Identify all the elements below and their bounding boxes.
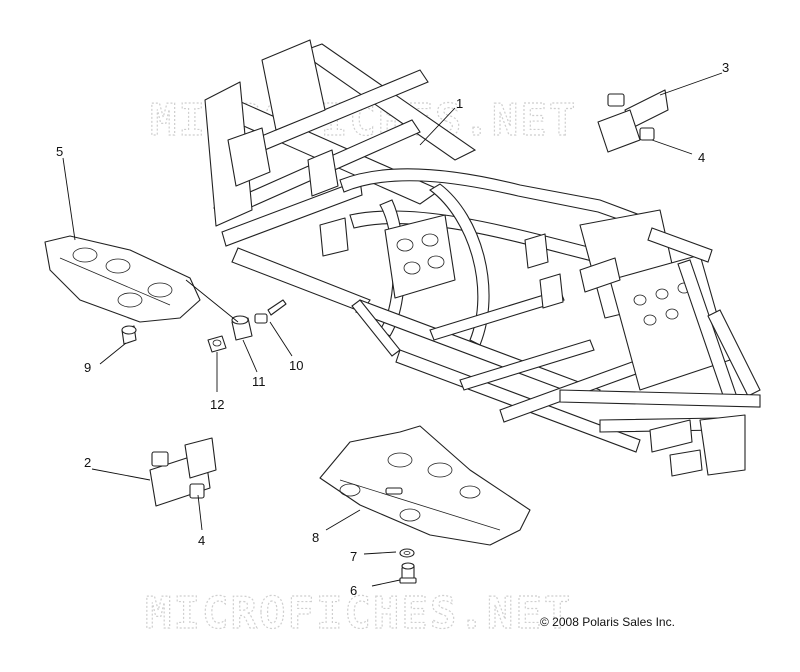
bolt-part-10 <box>254 299 287 324</box>
callout-4a: 4 <box>698 150 705 165</box>
callout-12: 12 <box>210 397 224 412</box>
callout-labels: 1 2 3 4 4 5 6 7 8 9 10 11 12 <box>56 60 729 598</box>
fastener-part-9 <box>121 325 137 345</box>
washer-part-7 <box>399 548 415 558</box>
callout-8: 8 <box>312 530 319 545</box>
callout-9: 9 <box>84 360 91 375</box>
callout-11: 11 <box>252 374 266 389</box>
main-frame <box>204 39 761 477</box>
nut-part-12 <box>207 335 227 353</box>
callout-3: 3 <box>722 60 729 75</box>
spacer-part-11 <box>231 315 253 341</box>
callout-2: 2 <box>84 455 91 470</box>
copyright-notice: © 2008 Polaris Sales Inc. <box>540 615 675 629</box>
leader-lines <box>62 72 723 587</box>
callout-6: 6 <box>350 583 357 598</box>
skid-plate-part-8 <box>319 425 531 546</box>
bracket-part-2 <box>149 437 217 507</box>
callout-10: 10 <box>289 358 303 373</box>
callout-4b: 4 <box>198 533 205 548</box>
watermark-bottom: MICROFICHES.NET <box>145 588 572 639</box>
fastener-part-6 <box>399 562 417 584</box>
skid-plate-part-5 <box>44 235 201 323</box>
callout-1: 1 <box>456 96 463 111</box>
callout-7: 7 <box>350 549 357 564</box>
bracket-part-3 <box>597 89 669 153</box>
callout-5: 5 <box>56 144 63 159</box>
